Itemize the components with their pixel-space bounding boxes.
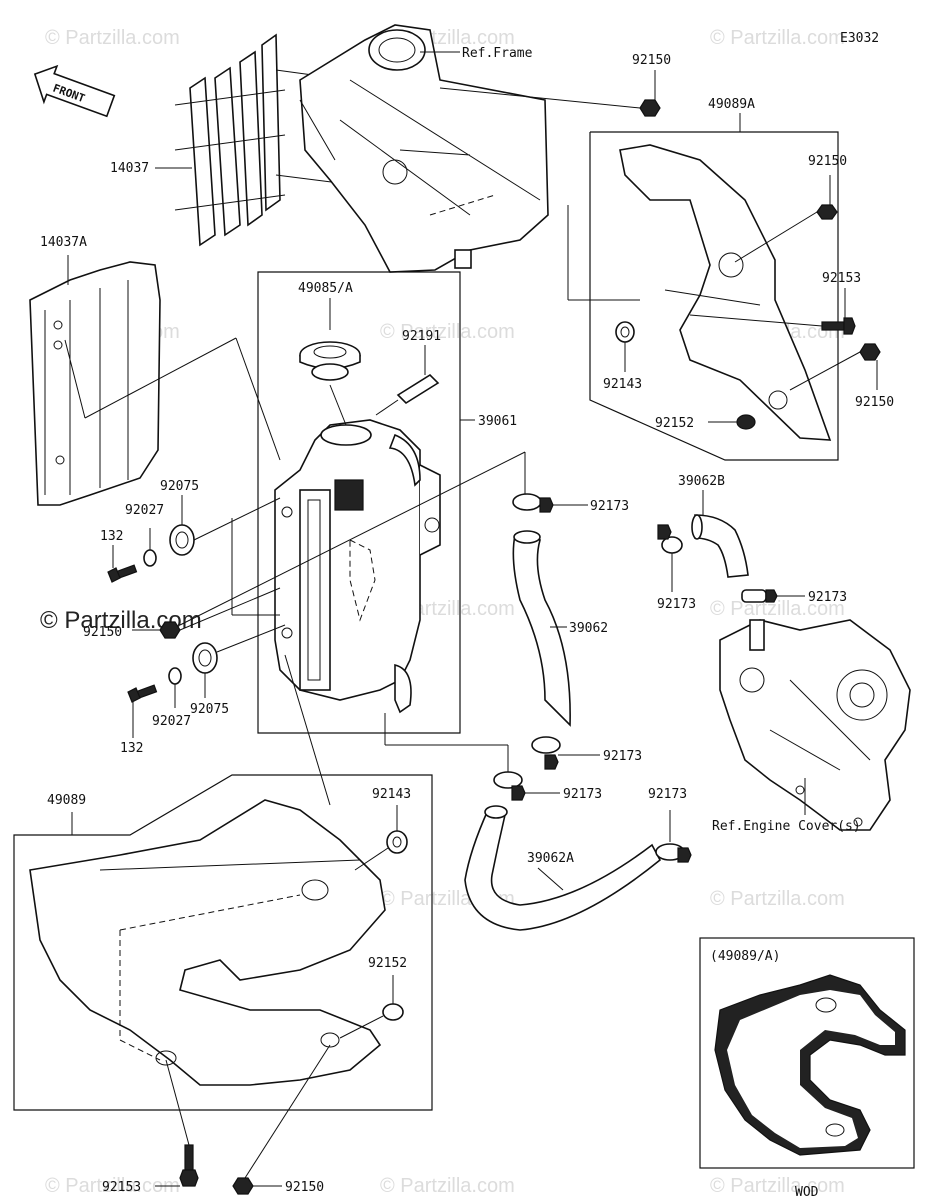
inset-title: (49089/A) <box>710 949 780 964</box>
grommet-92143-lower <box>386 830 408 854</box>
hose-39062 <box>512 530 571 727</box>
label-92143: 92143 <box>603 377 642 392</box>
label-92027: 92027 <box>125 503 164 518</box>
inset-49089A: (49089/A) WOD <box>699 937 915 1200</box>
grommet-92075-lower <box>192 642 218 674</box>
label-39062A: 39062A <box>527 851 574 866</box>
label-92173: 92173 <box>648 787 687 802</box>
label-14037: 14037 <box>110 161 149 176</box>
hose-39062B <box>691 514 749 578</box>
overflow-tube-92191 <box>375 373 440 416</box>
watermark: © Partzilla.com <box>710 888 845 910</box>
hose-39062A <box>464 805 662 931</box>
label-92173: 92173 <box>603 749 642 764</box>
bolt-92150-shroud-a <box>734 204 838 263</box>
watermark: © Partzilla.com <box>45 1175 180 1197</box>
bolt-92153-shroud <box>689 314 856 335</box>
radiator-cap-49085A <box>299 341 361 381</box>
grommet-92075-upper <box>169 524 195 556</box>
watermark: © Partzilla.com <box>45 27 180 49</box>
label-92143: 92143 <box>372 787 411 802</box>
bolt-92150-lower <box>232 1044 331 1195</box>
bolt-132-upper <box>107 564 138 583</box>
label-ref-frame: Ref.Frame <box>462 46 533 61</box>
grommet-92152-lower <box>382 1003 404 1021</box>
label-39062B: 39062B <box>678 474 725 489</box>
engine-cover-reference <box>719 619 911 831</box>
frame-reference <box>299 24 549 273</box>
label-92153: 92153 <box>822 271 861 286</box>
label-132: 132 <box>120 741 143 756</box>
grommet-92143-shroud <box>615 321 635 343</box>
label-14037A: 14037A <box>40 235 87 250</box>
clamp-92173-right-a <box>657 524 683 554</box>
clamp-92173-right-b <box>741 589 778 603</box>
label-92075: 92075 <box>160 479 199 494</box>
clamp-92173-lower <box>655 843 692 863</box>
label-92152: 92152 <box>655 416 694 431</box>
label-ref-engine-cover: Ref.Engine Cover(s) <box>712 819 861 834</box>
radiator-39061 <box>274 419 441 714</box>
radiator-group-box <box>257 271 461 734</box>
label-92152: 92152 <box>368 956 407 971</box>
label-92150: 92150 <box>808 154 847 169</box>
radiator-shroud-49089A <box>589 131 839 461</box>
label-92173: 92173 <box>563 787 602 802</box>
clamp-92173-mid-b <box>493 771 526 801</box>
label-92150: 92150 <box>855 395 894 410</box>
bolt-92153-lower <box>165 1059 199 1187</box>
label-92153: 92153 <box>102 1180 141 1195</box>
label-92150: 92150 <box>285 1180 324 1195</box>
radiator-shroud-49089 <box>29 799 386 1086</box>
label-92150: 92150 <box>632 53 671 68</box>
watermark: © Partzilla.com <box>710 598 845 620</box>
label-49089: 49089 <box>47 793 86 808</box>
label-39062: 39062 <box>569 621 608 636</box>
washer-92027-upper <box>143 549 157 567</box>
front-arrow-icon: FRONT <box>33 64 116 118</box>
radiator-louver-14037A <box>29 261 161 506</box>
label-49089A: 49089A <box>708 97 755 112</box>
inset-caption: WOD <box>795 1185 819 1200</box>
label-132: 132 <box>100 529 123 544</box>
label-92150: 92150 <box>83 625 122 640</box>
grommet-92152-shroud <box>736 414 756 430</box>
radiator-louver-14037 <box>174 33 286 247</box>
label-39061: 39061 <box>478 414 517 429</box>
watermark: © Partzilla.com <box>710 1175 845 1197</box>
bolt-132-lower <box>127 684 158 703</box>
bolt-92150-left <box>159 451 526 639</box>
label-92027: 92027 <box>152 714 191 729</box>
diagram-code: E3032 <box>840 31 879 46</box>
label-92173: 92173 <box>590 499 629 514</box>
shroud-group-box <box>13 774 433 1111</box>
bolt-92150-shroud-b <box>789 343 881 391</box>
filler-neck <box>320 424 372 446</box>
label-49085A: 49085/A <box>298 281 353 296</box>
label-92173: 92173 <box>657 597 696 612</box>
clamp-92173-upper <box>512 493 554 513</box>
label-92075: 92075 <box>190 702 229 717</box>
watermark: © Partzilla.com <box>380 1175 515 1197</box>
watermark: © Partzilla.com <box>710 27 845 49</box>
label-92191: 92191 <box>402 329 441 344</box>
watermark: © Partzilla.com <box>380 321 515 343</box>
clamp-92173-mid-a <box>531 736 561 770</box>
label-92173: 92173 <box>808 590 847 605</box>
washer-92027-lower <box>168 667 182 685</box>
